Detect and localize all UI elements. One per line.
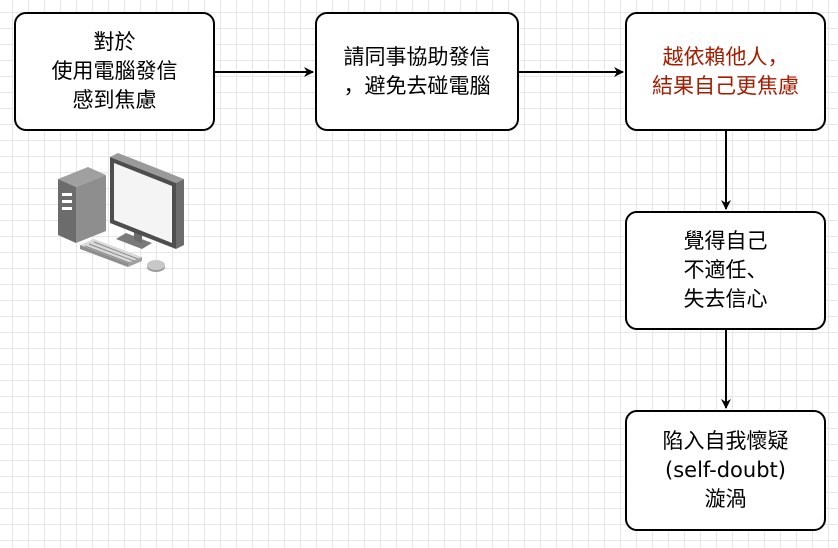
node-ask-colleague[interactable]: 請同事協助發信 ，避免去碰電腦 [315, 12, 519, 131]
node-more-dependence[interactable]: 越依賴他人， 結果自己更焦慮 [625, 12, 826, 131]
node-anxiety-using-computer[interactable]: 對於 使用電腦發信 感到焦慮 [14, 12, 215, 131]
node-self-doubt-spiral[interactable]: 陷入自我懷疑 (self-doubt) 漩渦 [625, 410, 826, 531]
node-feel-incompetent[interactable]: 覺得自己 不適任、 失去信心 [625, 211, 826, 330]
desktop-computer-icon [58, 153, 184, 272]
